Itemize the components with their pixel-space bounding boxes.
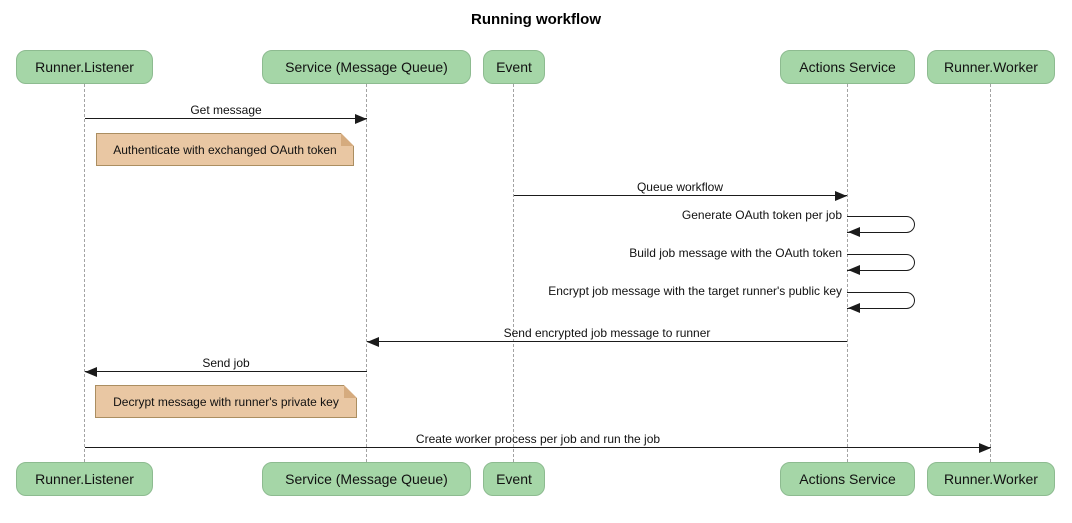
lifeline-runner-listener xyxy=(84,84,85,462)
queue-workflow-arrowhead-icon xyxy=(835,191,847,201)
actor-label: Runner.Listener xyxy=(35,471,134,487)
create-worker-arrowhead-icon xyxy=(979,443,991,453)
message-line-queue-workflow xyxy=(514,195,847,196)
actor-label: Event xyxy=(496,471,532,487)
lifeline-service-message-queue xyxy=(366,84,367,462)
message-line-get-message xyxy=(85,118,367,119)
actor-label: Service (Message Queue) xyxy=(285,59,448,75)
actor-top-runner-worker: Runner.Worker xyxy=(927,50,1055,84)
message-label-create-worker: Create worker process per job and run th… xyxy=(415,432,661,446)
self-loop-build-job-message xyxy=(847,254,915,271)
actor-label: Actions Service xyxy=(799,59,896,75)
message-label-build-job-message: Build job message with the OAuth token xyxy=(629,246,842,260)
actor-top-event: Event xyxy=(483,50,545,84)
actor-label: Runner.Listener xyxy=(35,59,134,75)
message-label-send-job: Send job xyxy=(202,356,250,370)
note-label: Authenticate with exchanged OAuth token xyxy=(113,142,337,157)
actor-bottom-actions-service: Actions Service xyxy=(780,462,915,496)
diagram-title: Running workflow xyxy=(471,11,601,28)
actor-top-service-message-queue: Service (Message Queue) xyxy=(262,50,471,84)
note-decrypt: Decrypt message with runner's private ke… xyxy=(95,385,357,418)
message-label-queue-workflow: Queue workflow xyxy=(636,180,724,194)
message-line-send-encrypted-job xyxy=(367,341,847,342)
actor-bottom-service-message-queue: Service (Message Queue) xyxy=(262,462,471,496)
message-label-get-message: Get message xyxy=(190,103,262,117)
actor-label: Actions Service xyxy=(799,471,896,487)
build-job-message-arrowhead-icon xyxy=(848,265,860,275)
actor-bottom-event: Event xyxy=(483,462,545,496)
lifeline-event xyxy=(513,84,514,462)
note-label: Decrypt message with runner's private ke… xyxy=(113,394,339,409)
note-fold-icon xyxy=(341,133,354,146)
actor-label: Runner.Worker xyxy=(944,59,1038,75)
message-label-send-encrypted-job: Send encrypted job message to runner xyxy=(503,326,711,340)
message-line-send-job xyxy=(85,371,367,372)
get-message-arrowhead-icon xyxy=(355,114,367,124)
lifeline-runner-worker xyxy=(990,84,991,462)
message-label-encrypt-job-message: Encrypt job message with the target runn… xyxy=(548,284,842,298)
send-encrypted-job-arrowhead-icon xyxy=(367,337,379,347)
message-line-create-worker xyxy=(85,447,991,448)
note-authenticate: Authenticate with exchanged OAuth token xyxy=(96,133,354,166)
actor-bottom-runner-listener: Runner.Listener xyxy=(16,462,153,496)
encrypt-job-message-arrowhead-icon xyxy=(848,303,860,313)
actor-top-runner-listener: Runner.Listener xyxy=(16,50,153,84)
actor-bottom-runner-worker: Runner.Worker xyxy=(927,462,1055,496)
actor-top-actions-service: Actions Service xyxy=(780,50,915,84)
note-fold-icon xyxy=(344,385,357,398)
send-job-arrowhead-icon xyxy=(85,367,97,377)
lifeline-actions-service xyxy=(847,84,848,462)
actor-label: Service (Message Queue) xyxy=(285,471,448,487)
actor-label: Event xyxy=(496,59,532,75)
self-loop-generate-oauth-token xyxy=(847,216,915,233)
message-label-generate-oauth-token: Generate OAuth token per job xyxy=(681,208,842,222)
actor-label: Runner.Worker xyxy=(944,471,1038,487)
self-loop-encrypt-job-message xyxy=(847,292,915,309)
generate-oauth-token-arrowhead-icon xyxy=(848,227,860,237)
